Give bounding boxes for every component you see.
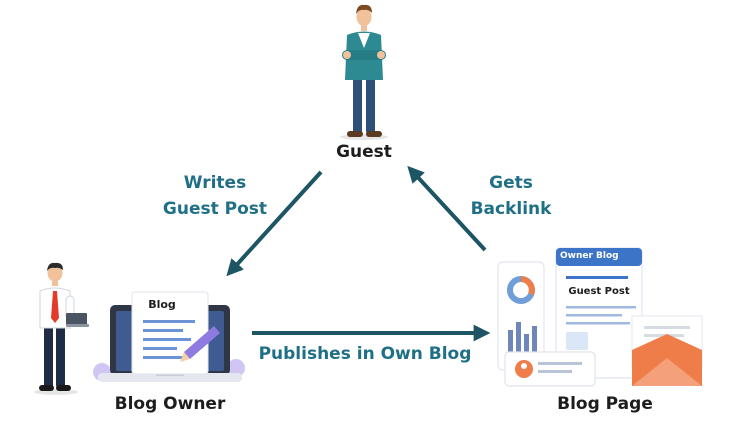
blog-page-illustration xyxy=(497,247,703,387)
gets-backlink-line1: Gets xyxy=(489,173,533,193)
publishes-label: Publishes in Own Blog xyxy=(258,344,472,364)
blog-owner-person-illustration xyxy=(34,262,89,395)
writes-guest-post-line2: Guest Post xyxy=(162,199,268,219)
guest-person-illustration xyxy=(340,4,388,140)
gets-backlink-label: Gets Backlink xyxy=(456,170,566,222)
blog-page-label: Blog Page xyxy=(557,394,653,414)
arrow-guest-to-blog-owner xyxy=(226,170,323,277)
writes-guest-post-label: Writes Guest Post xyxy=(150,170,280,222)
blog-owner-label: Blog Owner xyxy=(114,394,226,414)
laptop-blog-illustration xyxy=(93,291,245,382)
arrow-blog-page-to-guest xyxy=(407,165,487,252)
gets-backlink-line2: Backlink xyxy=(470,199,552,219)
laptop-doc-title: Blog xyxy=(148,298,176,311)
blog-window-header: Owner Blog xyxy=(560,251,619,261)
writes-guest-post-line1: Writes xyxy=(183,173,247,193)
guest-label: Guest xyxy=(336,142,392,162)
blog-window-post-title: Guest Post xyxy=(568,286,630,297)
